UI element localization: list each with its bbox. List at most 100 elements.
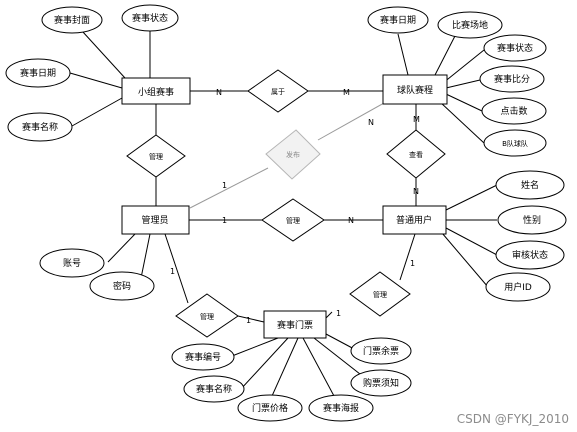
relationship-manage-group-label: 管理 xyxy=(149,152,163,161)
link-user-name xyxy=(445,184,498,211)
attr-ticket-poster-label: 赛事海报 xyxy=(323,402,359,414)
attr-user-audit: 审核状态 xyxy=(495,240,565,270)
link-admin-account xyxy=(107,233,136,263)
entity-admin: 管理员 xyxy=(121,205,190,235)
attr-ticket-name-label: 赛事名称 xyxy=(196,383,232,395)
relationship-belongs-to: 属于 xyxy=(247,69,309,113)
attr-ticket-no: 赛事编号 xyxy=(171,343,235,371)
attr-sched-score-label: 赛事比分 xyxy=(494,73,530,85)
relationship-belongs-to-label: 属于 xyxy=(271,88,285,96)
relationship-view-label: 查看 xyxy=(409,150,423,159)
attr-admin-password-label: 密码 xyxy=(113,280,131,292)
attr-ticket-remain-label: 门票余票 xyxy=(363,345,399,357)
link-user-id xyxy=(441,232,489,288)
attr-ticket-price-label: 门票价格 xyxy=(252,402,288,414)
connectors xyxy=(69,19,498,397)
card-belongs-right: M xyxy=(343,88,350,97)
link-ticket-poster xyxy=(302,337,335,397)
attr-group-status-label: 赛事状态 xyxy=(132,12,168,24)
attr-group-status: 赛事状态 xyxy=(121,4,179,32)
attr-sched-status: 赛事状态 xyxy=(483,34,547,62)
link-admin-manageticket xyxy=(164,233,189,304)
link-sched-venue xyxy=(434,33,457,76)
card-ticket-right: 1 xyxy=(336,309,341,318)
card-publish-admin: 1 xyxy=(222,181,227,190)
link-admin-publish xyxy=(189,167,269,209)
attr-group-cover: 赛事封面 xyxy=(41,6,103,34)
link-sched-clicks xyxy=(445,93,483,112)
attr-sched-date-label: 赛事日期 xyxy=(380,14,416,26)
relationship-publish-label: 发布 xyxy=(286,150,300,159)
link-manageticket-ticket xyxy=(237,315,265,323)
entity-user: 普通用户 xyxy=(382,205,447,235)
relationship-manage-user-label: 管理 xyxy=(286,216,300,225)
card-publish-schedule: N xyxy=(368,118,374,127)
card-ticket-left: 1 xyxy=(246,316,251,325)
attr-ticket-remain: 门票余票 xyxy=(350,337,412,365)
link-user-audit xyxy=(445,227,498,256)
link-sched-score xyxy=(445,79,481,89)
card-manageuser-user: N xyxy=(348,216,354,225)
link-sched-bteam xyxy=(439,101,485,144)
attr-admin-password: 密码 xyxy=(89,271,155,301)
attr-user-gender-label: 性别 xyxy=(523,214,541,226)
attr-sched-venue-label: 比赛场地 xyxy=(452,19,488,31)
attr-group-cover-label: 赛事封面 xyxy=(54,14,90,26)
entity-team-schedule: 球队赛程 xyxy=(382,74,448,105)
attr-sched-clicks: 点击数 xyxy=(481,97,547,125)
attr-ticket-notice-label: 购票须知 xyxy=(363,377,399,389)
attr-user-id: 用户ID xyxy=(485,272,551,302)
link-sched-date xyxy=(397,33,409,76)
attr-ticket-no-label: 赛事编号 xyxy=(185,351,221,363)
attr-ticket-notice: 购票须知 xyxy=(350,369,412,397)
card-ticket-user: 1 xyxy=(410,259,415,268)
link-ticket-no xyxy=(231,337,279,357)
card-ticket-admin: 1 xyxy=(170,267,175,276)
attr-ticket-price: 门票价格 xyxy=(237,394,303,422)
card-belongs-left: N xyxy=(216,88,222,97)
relationship-manage-user: 管理 xyxy=(261,198,325,242)
link-publish-schedule xyxy=(317,102,385,141)
watermark: CSDN @FYKJ_2010 xyxy=(456,412,569,426)
link-group-date xyxy=(69,72,123,89)
entity-group-match-label: 小组赛事 xyxy=(138,86,174,98)
attr-sched-bteam: B队球队 xyxy=(483,129,547,157)
relationship-manage-ticket: 管理 xyxy=(175,293,239,338)
relationship-publish: 发布 xyxy=(265,129,321,180)
card-manageuser-admin: 1 xyxy=(222,216,227,225)
attr-ticket-name: 赛事名称 xyxy=(183,375,245,403)
card-view-schedule: M xyxy=(413,115,420,124)
attr-sched-score: 赛事比分 xyxy=(479,65,545,93)
link-manageticket-ticket-r xyxy=(325,311,333,319)
attr-ticket-poster: 赛事海报 xyxy=(308,394,374,422)
link-user-manageticket xyxy=(399,233,416,281)
attr-user-gender: 性别 xyxy=(497,205,567,235)
attr-sched-status-label: 赛事状态 xyxy=(497,42,533,54)
relationship-manage-ticket-user-label: 管理 xyxy=(373,290,387,299)
cardinality-labels: N M 1 N M N 1 N 1 1 1 1 xyxy=(170,88,420,325)
entity-team-schedule-label: 球队赛程 xyxy=(397,84,433,96)
link-sched-status xyxy=(442,49,485,84)
relationship-manage-ticket-label: 管理 xyxy=(200,312,214,321)
attr-user-audit-label: 审核状态 xyxy=(512,249,548,261)
card-view-user: N xyxy=(413,187,419,196)
attr-admin-account-label: 账号 xyxy=(63,258,81,269)
attr-admin-account: 账号 xyxy=(39,248,105,278)
attr-group-name: 赛事名称 xyxy=(7,112,73,142)
link-group-name xyxy=(71,97,123,127)
attr-group-date: 赛事日期 xyxy=(5,58,71,88)
attr-group-date-label: 赛事日期 xyxy=(20,67,56,79)
entity-group-match: 小组赛事 xyxy=(121,77,191,105)
attr-user-name-label: 姓名 xyxy=(521,179,539,191)
entity-ticket: 赛事门票 xyxy=(263,310,327,339)
link-ticket-name xyxy=(239,337,289,391)
attr-sched-clicks-label: 点击数 xyxy=(500,105,527,117)
attr-user-name: 姓名 xyxy=(495,170,565,200)
link-ticket-price xyxy=(271,337,299,397)
attr-sched-venue: 比赛场地 xyxy=(437,11,503,39)
relationship-manage-ticket-user: 管理 xyxy=(349,271,411,317)
attr-user-id-label: 用户ID xyxy=(504,281,532,293)
entity-admin-label: 管理员 xyxy=(141,214,168,226)
attr-sched-bteam-label: B队球队 xyxy=(502,139,528,148)
